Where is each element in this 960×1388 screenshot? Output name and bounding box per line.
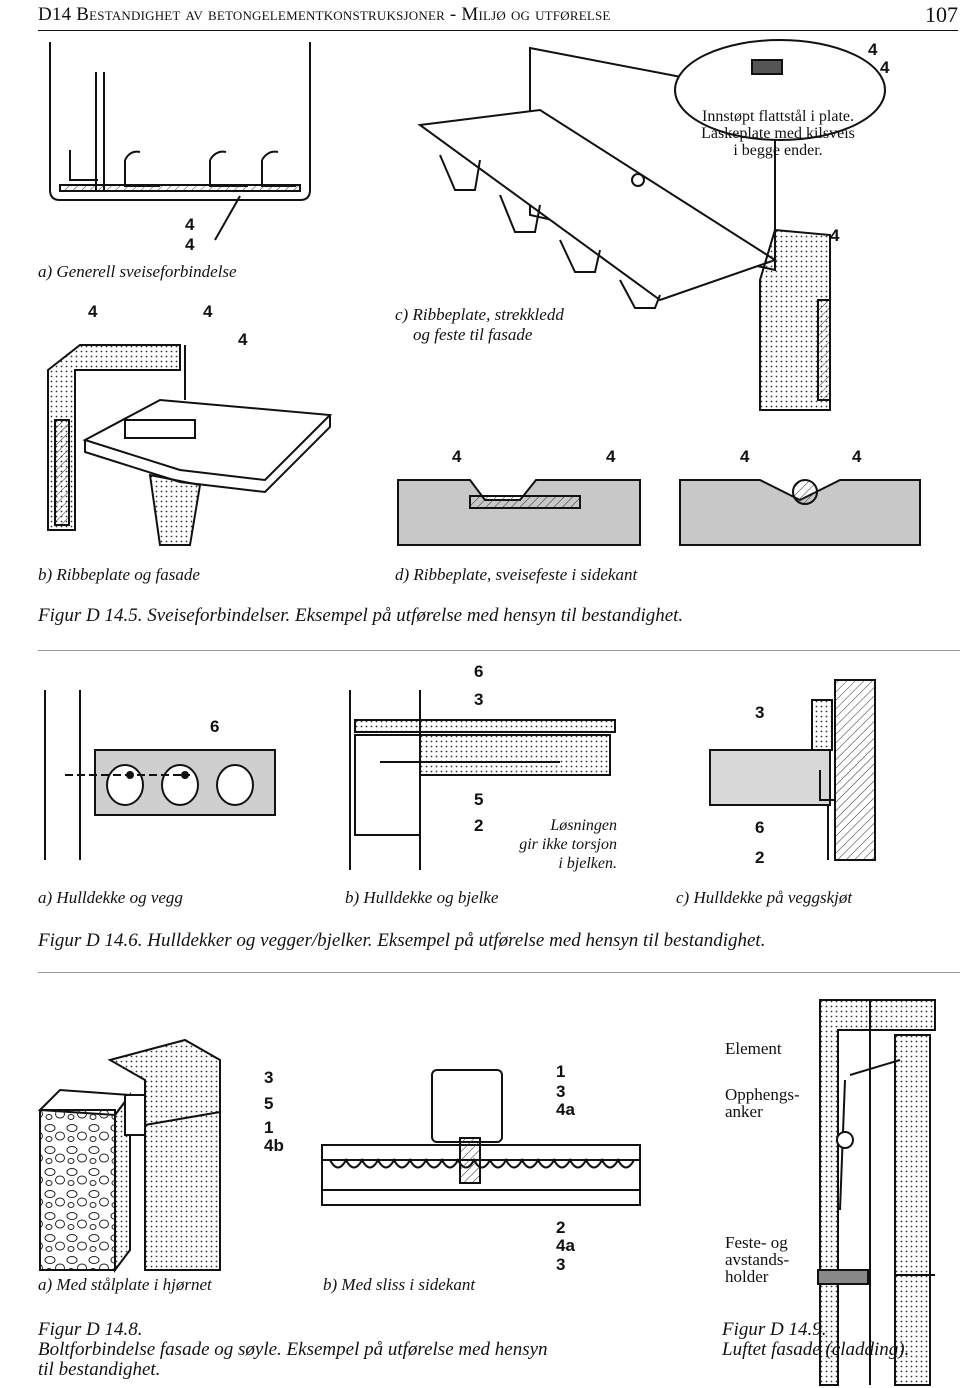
drawing-14-6-b [349,690,616,870]
inset-note-line: i begge ender. [733,142,823,159]
drawing-14-8-b [321,1069,641,1206]
figure-caption-14-8: Figur D 14.8. Boltforbindelse fasade og … [38,1320,548,1380]
label-4b: 4b [264,1136,284,1155]
drawing-14-5-d [397,479,921,546]
label-4a: 4a [556,1236,575,1255]
caption-line: Figur D 14.9. [722,1319,827,1340]
label-4: 4 [452,447,462,466]
separator [38,972,960,973]
caption-14-6-c: c) Hulldekke på veggskjøt [676,888,853,907]
label-2: 2 [556,1218,566,1237]
caption-line: c) Ribbeplate, strekkledd [395,305,564,324]
page-header: D14 Bestandighet av betongelementkonstru… [38,0,958,32]
label-fixing: Feste- og avstands- holder [725,1234,789,1285]
drawing-14-5-c [417,39,886,411]
label-3: 3 [755,703,765,722]
caption-line: til bestandighet. [38,1359,161,1380]
drawing-14-8-a [37,1038,221,1273]
caption-line: Boltforbindelse fasade og søyle. Eksempe… [38,1339,548,1360]
page-number: 107 [925,2,958,27]
label-4: 4 [868,40,878,59]
label-4a: 4a [556,1100,575,1119]
note-line: i bjelken. [558,855,617,872]
caption-line: og feste til fasade [413,325,533,344]
caption-line: Figur D 14.8. [38,1319,143,1340]
label-6: 6 [474,662,484,681]
running-title: D14 Bestandighet av betongelementkonstru… [38,4,611,25]
label-line: Opphengs- [725,1085,800,1104]
label-4: 4 [203,302,213,321]
label-2: 2 [474,816,484,835]
label-4: 4 [852,447,862,466]
caption-14-5-b: b) Ribbeplate og fasade [38,565,200,584]
label-element: Element [725,1039,782,1058]
label-1: 1 [264,1118,274,1137]
inset-note-line: Laskeplate med kilsveis [701,125,855,142]
label-6: 6 [210,717,220,736]
label-line: holder [725,1267,769,1286]
caption-14-5-d: d) Ribbeplate, sveisefeste i sidekant [395,565,638,584]
drawing-14-5-a [49,42,311,241]
caption-14-5-a: a) Generell sveiseforbindelse [38,262,237,281]
label-1: 1 [556,1062,566,1081]
label-4: 4 [606,447,616,466]
drawing-14-6-a [44,690,276,860]
label-4: 4 [830,226,840,245]
label-3: 3 [474,690,484,709]
label-3: 3 [556,1082,566,1101]
label-4: 4 [740,447,750,466]
inset-note-line: Innstøpt flattstål i plate. [702,108,854,125]
caption-14-6-b: b) Hulldekke og bjelke [345,888,499,907]
label-4: 4 [185,235,195,254]
header-rule [38,30,958,31]
figure-caption-14-5: Figur D 14.5. Sveiseforbindelser. Eksemp… [38,605,684,626]
caption-14-8-a: a) Med stålplate i hjørnet [38,1275,212,1294]
label-3: 3 [556,1255,566,1274]
label-4: 4 [880,58,890,77]
label-line: Feste- og [725,1233,788,1252]
caption-14-5-c: c) Ribbeplate, strekkledd og feste til f… [395,305,564,345]
figure-caption-14-9: Figur D 14.9. Luftet fasade (cladding). [722,1320,909,1360]
separator [38,650,960,651]
drawing-14-5-b [47,344,333,546]
caption-14-8-b: b) Med sliss i sidekant [323,1275,476,1294]
drawing-14-6-c [709,679,876,861]
label-line: anker [725,1102,763,1121]
label-4: 4 [88,302,98,321]
label-6: 6 [755,818,765,837]
note-line: Løsningen [550,817,617,834]
torsion-note: Løsningen gir ikke torsjon i bjelken. [500,816,617,873]
label-4: 4 [238,330,248,349]
figure-caption-14-6: Figur D 14.6. Hulldekker og vegger/bjelk… [38,930,766,951]
label-3: 3 [264,1068,274,1087]
label-5: 5 [474,790,484,809]
drawing-14-9 [817,999,936,1386]
label-line: avstands- [725,1250,790,1269]
label-anchor: Opphengs- anker [725,1086,800,1120]
label-5: 5 [264,1094,274,1113]
caption-14-6-a: a) Hulldekke og vegg [38,888,183,907]
label-2: 2 [755,848,765,867]
note-line: gir ikke torsjon [519,836,617,853]
inset-note: Innstøpt flattstål i plate. Laskeplate m… [698,108,858,159]
caption-line: Luftet fasade (cladding). [722,1339,910,1360]
label-4: 4 [185,215,195,234]
